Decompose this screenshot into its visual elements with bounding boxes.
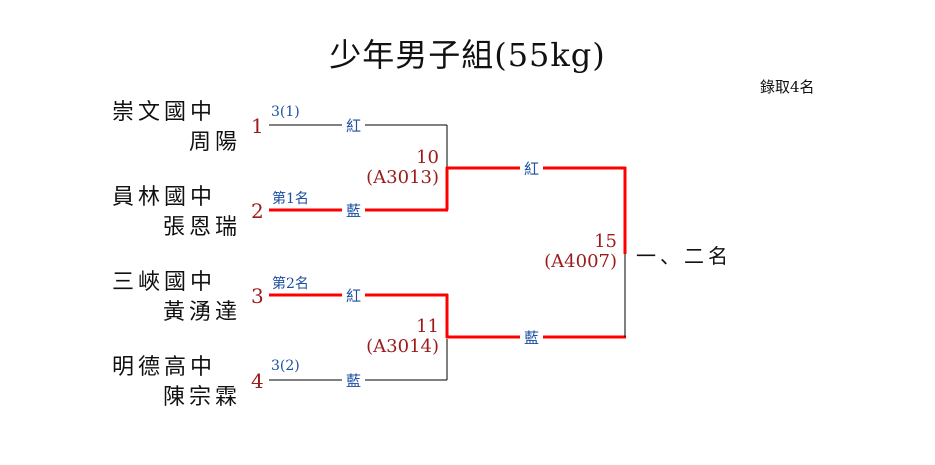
- entrant-1-seed: 1: [251, 114, 264, 138]
- entrant-1-tag: 3(1): [271, 104, 300, 120]
- qualifier-note: 錄取4名: [760, 78, 815, 96]
- match-11-code: (A3014): [366, 336, 439, 357]
- entrant-3-school: 三峽國中: [112, 270, 217, 295]
- entrant-4-school: 明德高中: [112, 355, 217, 380]
- page-title: 少年男子組(55kg): [329, 36, 606, 74]
- entrant-3-side: 紅: [342, 285, 366, 306]
- entrant-4-player: 陳宗霖: [162, 385, 241, 410]
- entrant-4-seed: 4: [251, 369, 264, 393]
- final-red-side: 紅: [520, 158, 544, 179]
- entrant-4-tag: 3(2): [271, 358, 300, 374]
- entrant-1-side: 紅: [342, 115, 366, 136]
- entrant-1-player: 周陽: [188, 130, 241, 155]
- match-15-number: 15: [594, 231, 617, 252]
- match-10-code: (A3013): [366, 167, 439, 188]
- final-blue-side: 藍: [520, 327, 544, 348]
- entrant-4-side: 藍: [342, 370, 366, 391]
- entrant-1-school: 崇文國中: [112, 100, 217, 125]
- entrant-2-tag: 第1名: [272, 191, 309, 207]
- match-15-code: (A4007): [544, 251, 617, 272]
- match-10-label: 10 (A3013): [366, 148, 439, 188]
- entrant-3-seed: 3: [251, 284, 264, 308]
- entrant-2-side: 藍: [342, 200, 366, 221]
- match-10-number: 10: [416, 147, 439, 168]
- final-result: 一、二名: [636, 244, 732, 268]
- match-11-number: 11: [416, 316, 439, 337]
- entrant-3-player: 黃湧達: [162, 300, 241, 325]
- entrant-2-player: 張恩瑞: [162, 215, 241, 240]
- entrant-3-tag: 第2名: [272, 276, 309, 292]
- match-15-label: 15 (A4007): [544, 232, 617, 272]
- entrant-2-seed: 2: [251, 199, 264, 223]
- match-11-label: 11 (A3014): [366, 317, 439, 357]
- entrant-2-school: 員林國中: [112, 185, 217, 210]
